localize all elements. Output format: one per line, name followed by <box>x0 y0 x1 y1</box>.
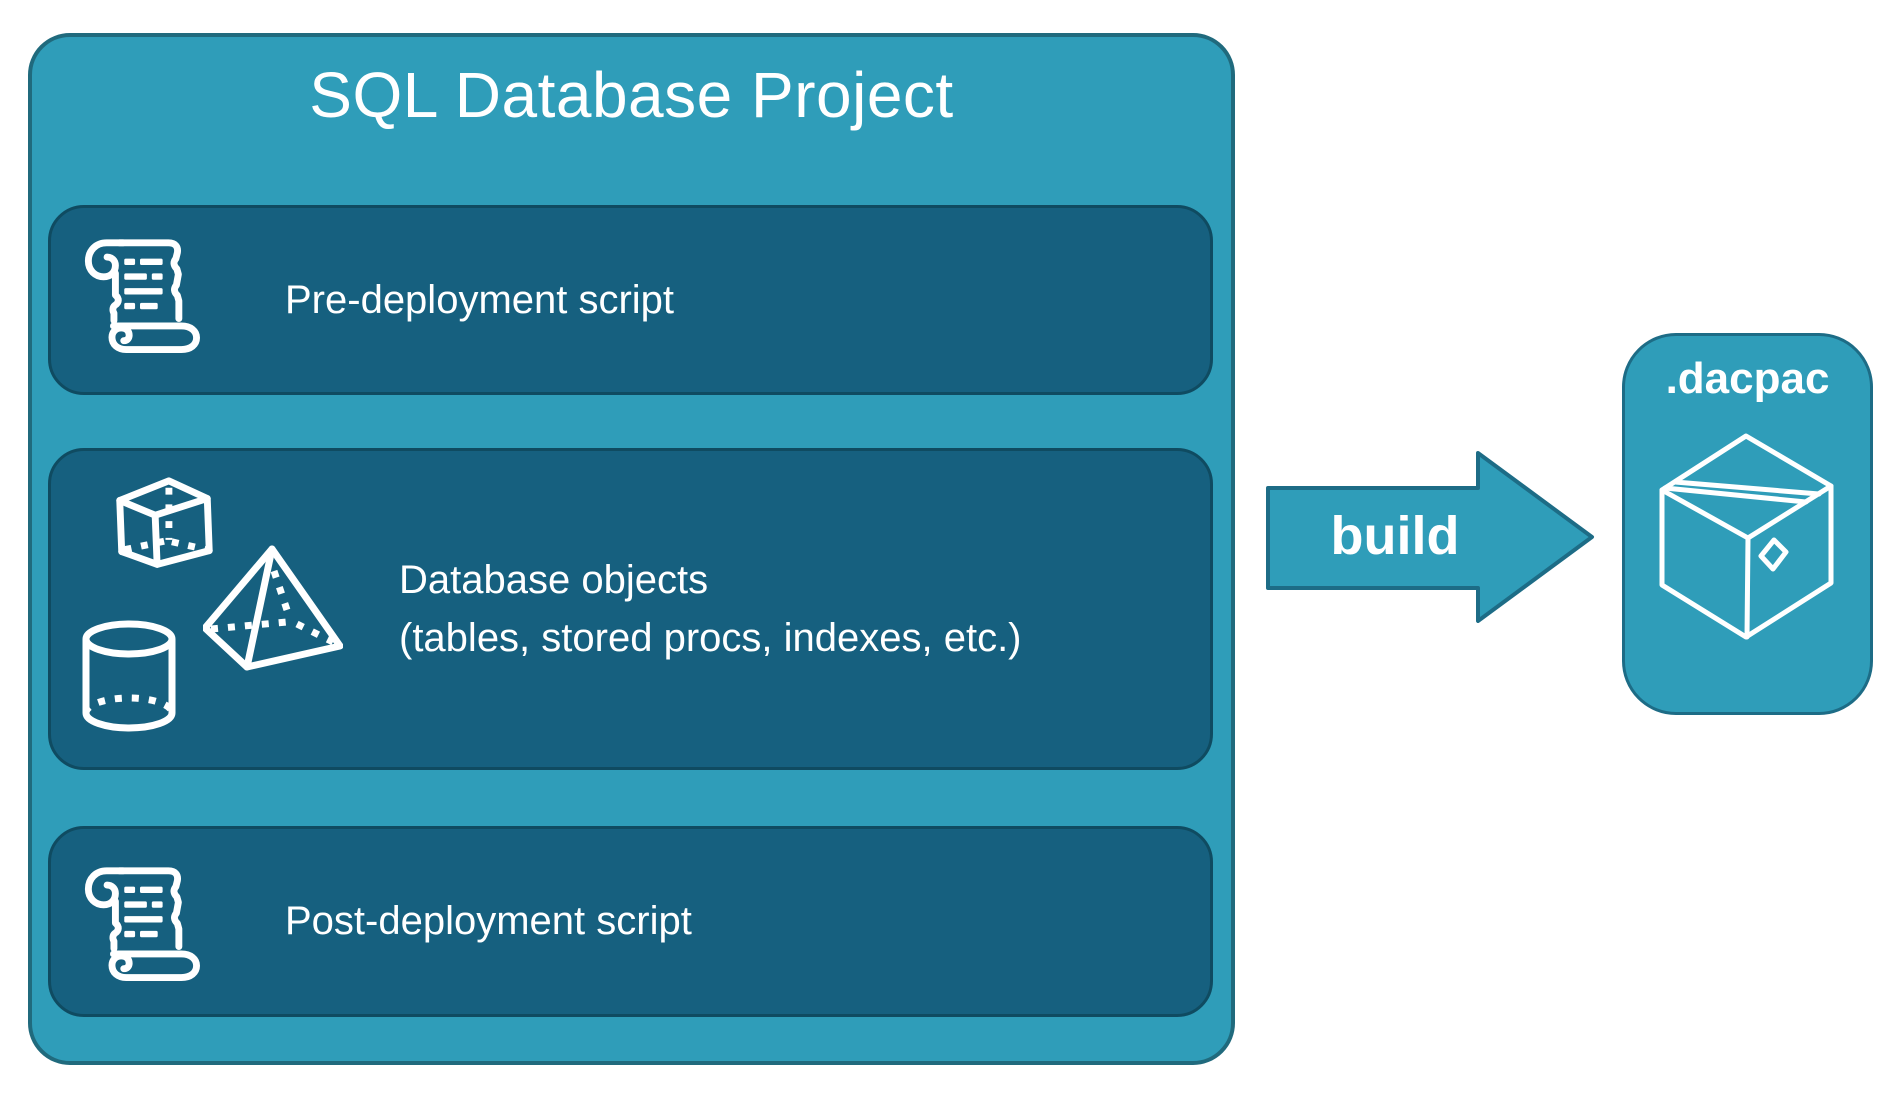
pyramid-icon <box>203 545 343 671</box>
post-deployment-label: Post-deployment script <box>285 899 692 943</box>
scroll-text-lines <box>124 886 163 938</box>
database-objects-label: Database objects <box>399 558 709 602</box>
pre-deployment-label: Pre-deployment script <box>285 277 675 322</box>
pre-deployment-box: Pre-deployment script <box>48 205 1213 395</box>
package-icon <box>1659 433 1834 640</box>
dacpac-box: .dacpac <box>1622 333 1873 715</box>
sql-database-project-box: SQL Database Project Pre-deployment scri… <box>28 33 1235 1065</box>
scroll-icon <box>84 867 200 982</box>
post-deployment-box: Post-deployment script <box>48 826 1213 1017</box>
cube-icon <box>116 477 213 568</box>
database-objects-box: Database objects (tables, stored procs, … <box>48 448 1213 770</box>
build-arrow-shape <box>1266 451 1594 623</box>
database-objects-label-group: Database objects (tables, stored procs, … <box>399 551 1022 667</box>
project-title: SQL Database Project <box>309 59 954 131</box>
database-objects-sublabel: (tables, stored procs, indexes, etc.) <box>399 616 1022 660</box>
cylinder-icon <box>82 620 176 732</box>
scroll-text-lines <box>124 258 163 310</box>
build-arrow-label: build <box>1330 506 1460 566</box>
dacpac-label: .dacpac <box>1665 354 1830 403</box>
build-arrow <box>1266 451 1596 623</box>
scroll-icon <box>84 239 200 354</box>
